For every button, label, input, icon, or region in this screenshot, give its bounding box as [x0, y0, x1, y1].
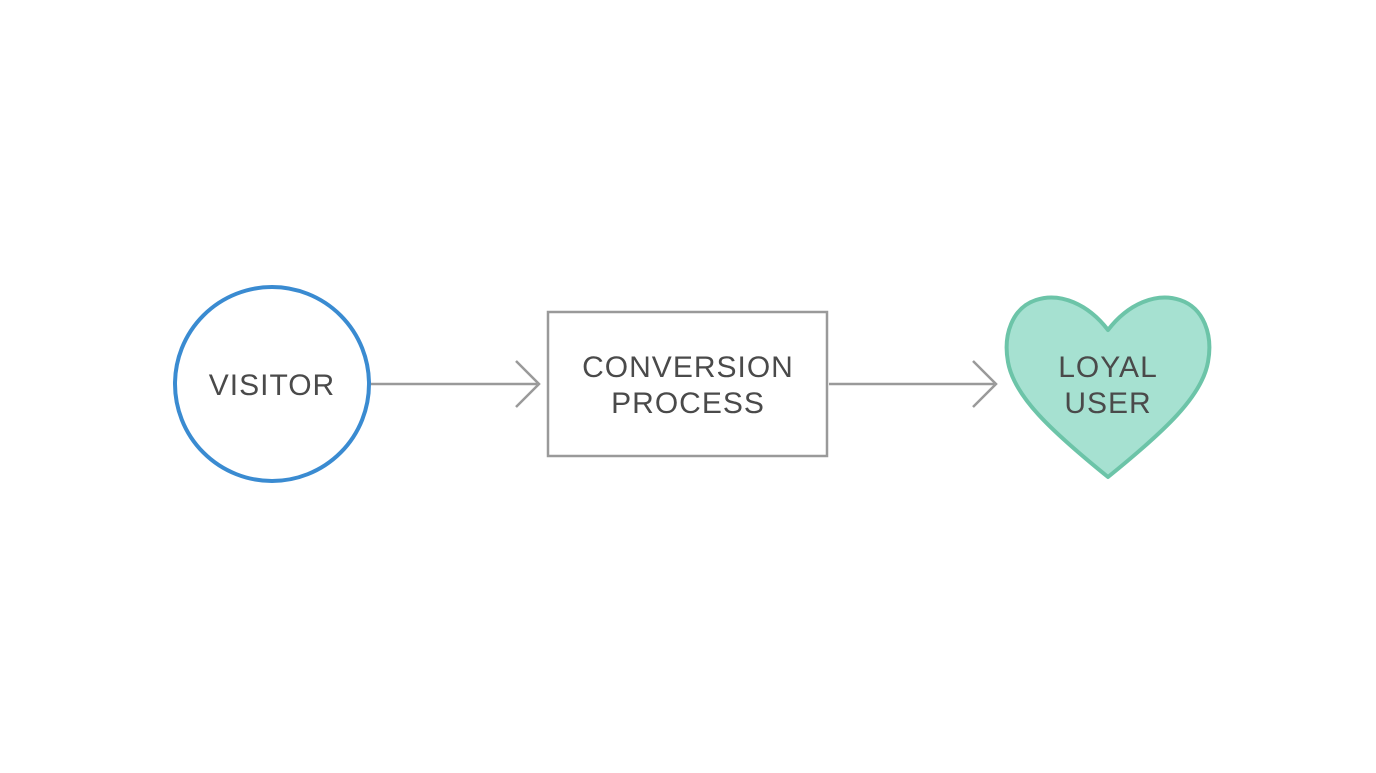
visitor-label: VISITOR [209, 369, 335, 402]
edge-conversion-to-loyal-user [829, 360, 998, 408]
loyal-user-label-line-2: USER [1064, 387, 1151, 420]
conversion-process-label-line-1: CONVERSION [582, 351, 794, 384]
node-visitor: VISITOR [173, 285, 371, 483]
node-loyal-user: LOYAL USER [1004, 295, 1212, 479]
heart-icon [1004, 295, 1212, 479]
arrowhead-icon [515, 360, 541, 408]
visitor-circle [173, 285, 371, 483]
conversion-process-label-line-2: PROCESS [611, 387, 765, 420]
node-conversion-process: CONVERSION PROCESS [546, 310, 829, 458]
conversion-process-box [546, 310, 829, 458]
arrowhead-icon [972, 360, 998, 408]
loyal-user-label-line-1: LOYAL [1058, 351, 1158, 384]
edge-visitor-to-conversion [371, 360, 541, 408]
